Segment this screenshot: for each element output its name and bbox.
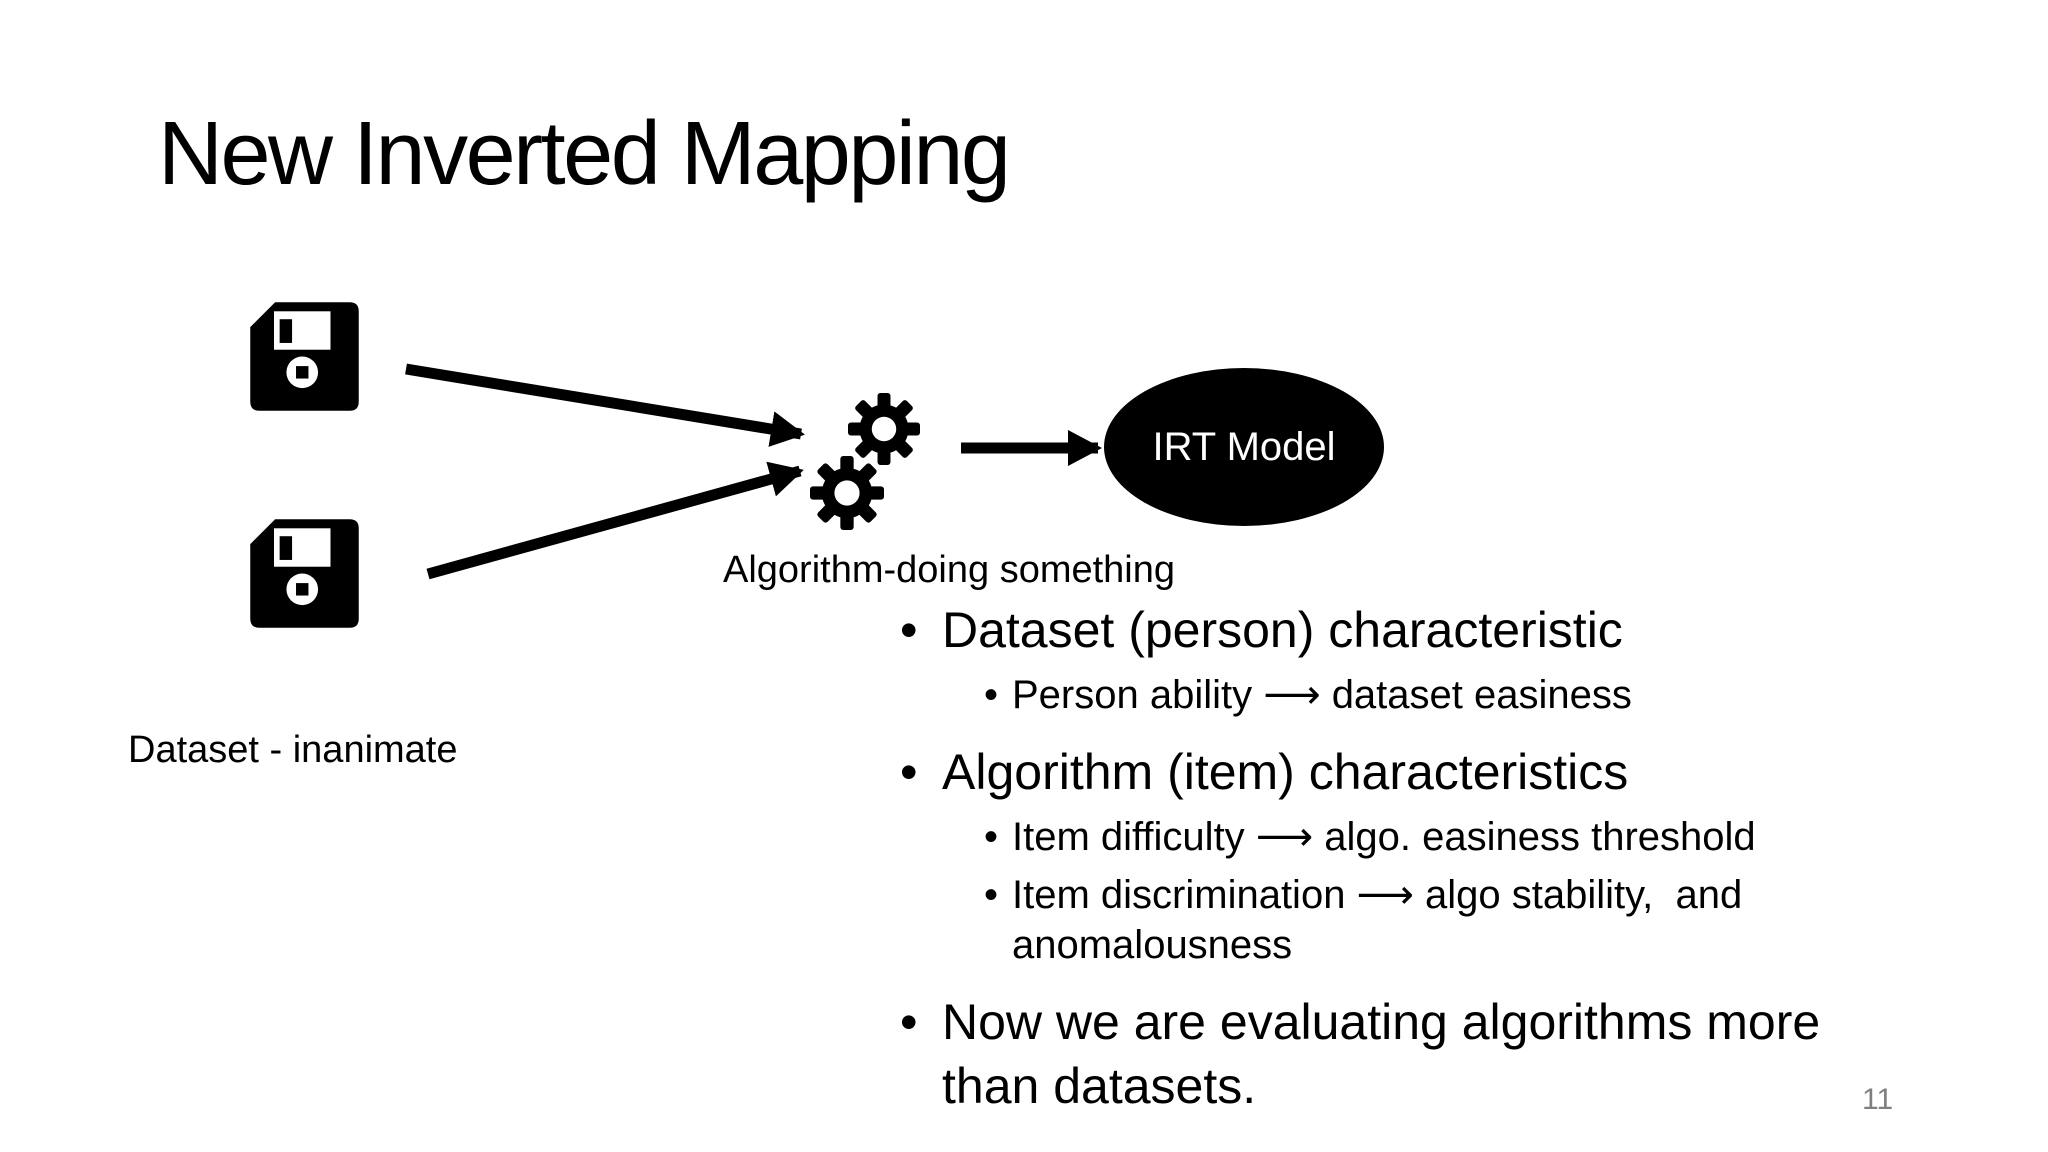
- bullet-item: • Person ability ⟶ dataset easiness: [984, 670, 2000, 720]
- arrow-dataset1-to-algorithm: [405, 363, 805, 447]
- bullet-item: • Item difficulty ⟶ algo. easiness thres…: [984, 812, 2000, 862]
- bullet-text: Dataset (person) characteristic: [942, 602, 1623, 658]
- bullet-icon: •: [900, 994, 918, 1050]
- slide-title: New Inverted Mapping: [158, 104, 1011, 204]
- algorithm-label: Algorithm-doing something: [723, 549, 1176, 591]
- irt-model-label: IRT Model: [1152, 424, 1336, 469]
- bullet-text: Person ability ⟶ dataset easiness: [1012, 673, 1632, 717]
- bullet-list: • Dataset (person) characteristic • Pers…: [900, 598, 2000, 1118]
- floppy-disk-icon: [250, 302, 359, 411]
- bullet-item: • Item discrimination ⟶ algo stability, …: [984, 870, 2000, 970]
- bullet-icon: •: [900, 602, 918, 658]
- bullet-icon: •: [900, 744, 918, 800]
- dataset-label: Dataset - inanimate: [128, 729, 458, 771]
- bullet-text: Item discrimination ⟶ algo stability, an…: [1012, 873, 1743, 967]
- bullet-item: • Now we are evaluating algorithms more …: [900, 990, 2000, 1118]
- irt-model-node: IRT Model: [1104, 368, 1384, 526]
- page-number: 11: [1862, 1083, 1894, 1116]
- bullet-icon: •: [984, 673, 999, 717]
- bullet-text: Algorithm (item) characteristics: [942, 744, 1629, 800]
- floppy-disk-icon: [250, 519, 359, 628]
- bullet-item: • Dataset (person) characteristic: [900, 598, 2000, 662]
- gear-icon: [848, 393, 920, 465]
- bullet-text: Now we are evaluating algorithms more th…: [942, 994, 1821, 1114]
- bullet-icon: •: [984, 815, 999, 859]
- gear-icon: [810, 456, 884, 530]
- bullet-icon: •: [984, 873, 999, 917]
- bullet-text: Item difficulty ⟶ algo. easiness thresho…: [1012, 815, 1756, 859]
- bullet-item: • Algorithm (item) characteristics: [900, 740, 2000, 804]
